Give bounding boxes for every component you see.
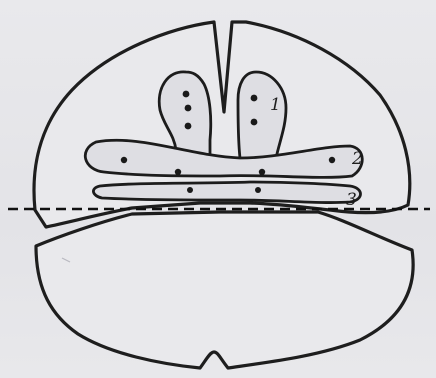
band-3	[93, 182, 360, 203]
dot-b3-a	[187, 187, 193, 193]
label-3: 3	[346, 190, 357, 210]
label-2: 2	[351, 149, 363, 169]
dot-b2-d	[329, 157, 335, 163]
dot-l1-b	[185, 105, 192, 112]
dot-l1-a	[183, 91, 190, 98]
dot-b2-b	[175, 169, 181, 175]
lobe-1-right	[238, 72, 286, 163]
lower-cap-outline	[36, 212, 413, 368]
dot-l1-c	[185, 123, 192, 130]
dot-r1-b	[251, 119, 258, 126]
dot-b2-a	[121, 157, 127, 163]
dot-b2-c	[259, 169, 265, 175]
dot-r1-a	[251, 95, 258, 102]
dot-b3-b	[255, 187, 261, 193]
label-1: 1	[270, 95, 281, 115]
